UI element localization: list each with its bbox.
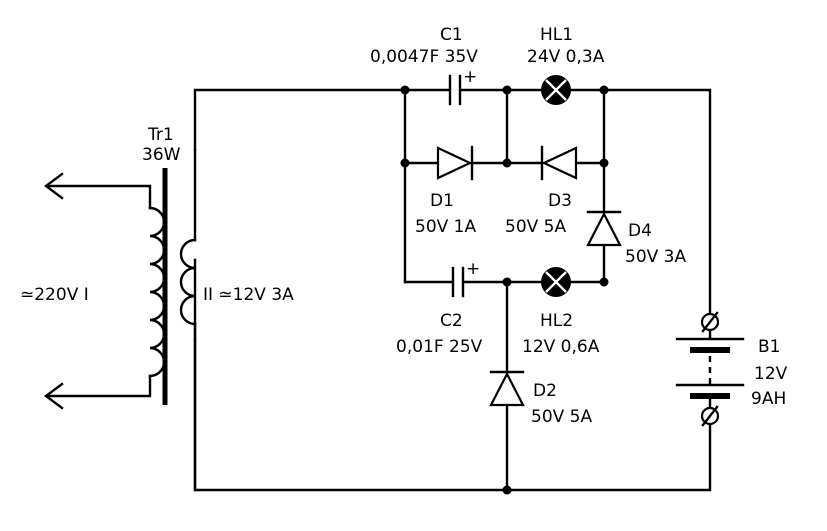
d2-diode-icon	[489, 371, 525, 407]
d3-ref: D3	[548, 191, 572, 211]
diode-d4: D4 50V 3A	[586, 210, 686, 267]
primary-arrow-top-icon	[44, 172, 64, 200]
d4-value: 50V 3A	[625, 247, 686, 267]
primary-lead-top	[46, 184, 152, 210]
c1-value: 0,0047F 35V	[370, 47, 478, 67]
battery-b1: B1 12V 9AH	[675, 311, 788, 427]
capacitor-c2: + C2 0,01F 25V	[396, 259, 483, 357]
transformer-tr1: Tr1 36W ≃220V I II ≃12V 3A	[20, 125, 294, 492]
d3-value: 50V 5A	[505, 217, 566, 237]
junctions	[400, 85, 609, 495]
c2-polarity: +	[466, 259, 480, 279]
primary-winding-icon	[148, 206, 166, 378]
tr1-primary-label: ≃220V I	[20, 285, 89, 305]
junction-dot	[599, 277, 609, 287]
junction-dot	[502, 158, 512, 168]
tr1-secondary-label: II ≃12V 3A	[203, 285, 294, 305]
primary-arrow-bottom-icon	[44, 382, 64, 410]
tr1-power: 36W	[142, 145, 181, 165]
junction-dot	[502, 277, 512, 287]
lamp-hl2: HL2 12V 0,6A	[522, 267, 600, 357]
d3-diode-icon	[541, 146, 578, 180]
junction-dot	[599, 158, 609, 168]
c2-ref: C2	[440, 311, 463, 331]
hl1-value: 24V 0,3A	[527, 47, 605, 67]
junction-dot	[400, 85, 410, 95]
secondary-winding-icon	[179, 238, 197, 326]
wire-right	[570, 88, 712, 317]
d4-ref: D4	[628, 221, 652, 241]
c2-value: 0,01F 25V	[396, 337, 483, 357]
d2-ref: D2	[533, 381, 557, 401]
hl2-value: 12V 0,6A	[522, 337, 600, 357]
primary-lead-bottom	[46, 374, 152, 398]
capacitor-c1: + C1 0,0047F 35V	[370, 25, 478, 106]
hl2-ref: HL2	[540, 311, 573, 331]
b1-voltage: 12V	[754, 364, 788, 384]
diode-d2: D2 50V 5A	[489, 370, 592, 427]
lamp-hl1: HL1 24V 0,3A	[527, 25, 605, 105]
junction-dot	[400, 158, 410, 168]
c1-polarity: +	[463, 67, 477, 87]
diode-d1: D1 50V 1A	[415, 145, 476, 237]
c1-ref: C1	[440, 25, 463, 45]
hl1-ref: HL1	[540, 25, 573, 45]
junction-dot	[599, 85, 609, 95]
wire-top-left	[193, 88, 450, 152]
d1-ref: D1	[430, 191, 454, 211]
b1-capacity: 9AH	[751, 389, 786, 409]
d1-diode-icon	[436, 146, 473, 180]
d1-value: 50V 1A	[415, 217, 476, 237]
diode-d3: D3 50V 5A	[505, 145, 578, 237]
b1-ref: B1	[758, 337, 780, 357]
d4-diode-icon	[586, 211, 622, 247]
junction-dot	[502, 485, 512, 495]
tr1-ref: Tr1	[147, 125, 174, 145]
junction-dot	[502, 85, 512, 95]
d2-value: 50V 5A	[531, 407, 592, 427]
